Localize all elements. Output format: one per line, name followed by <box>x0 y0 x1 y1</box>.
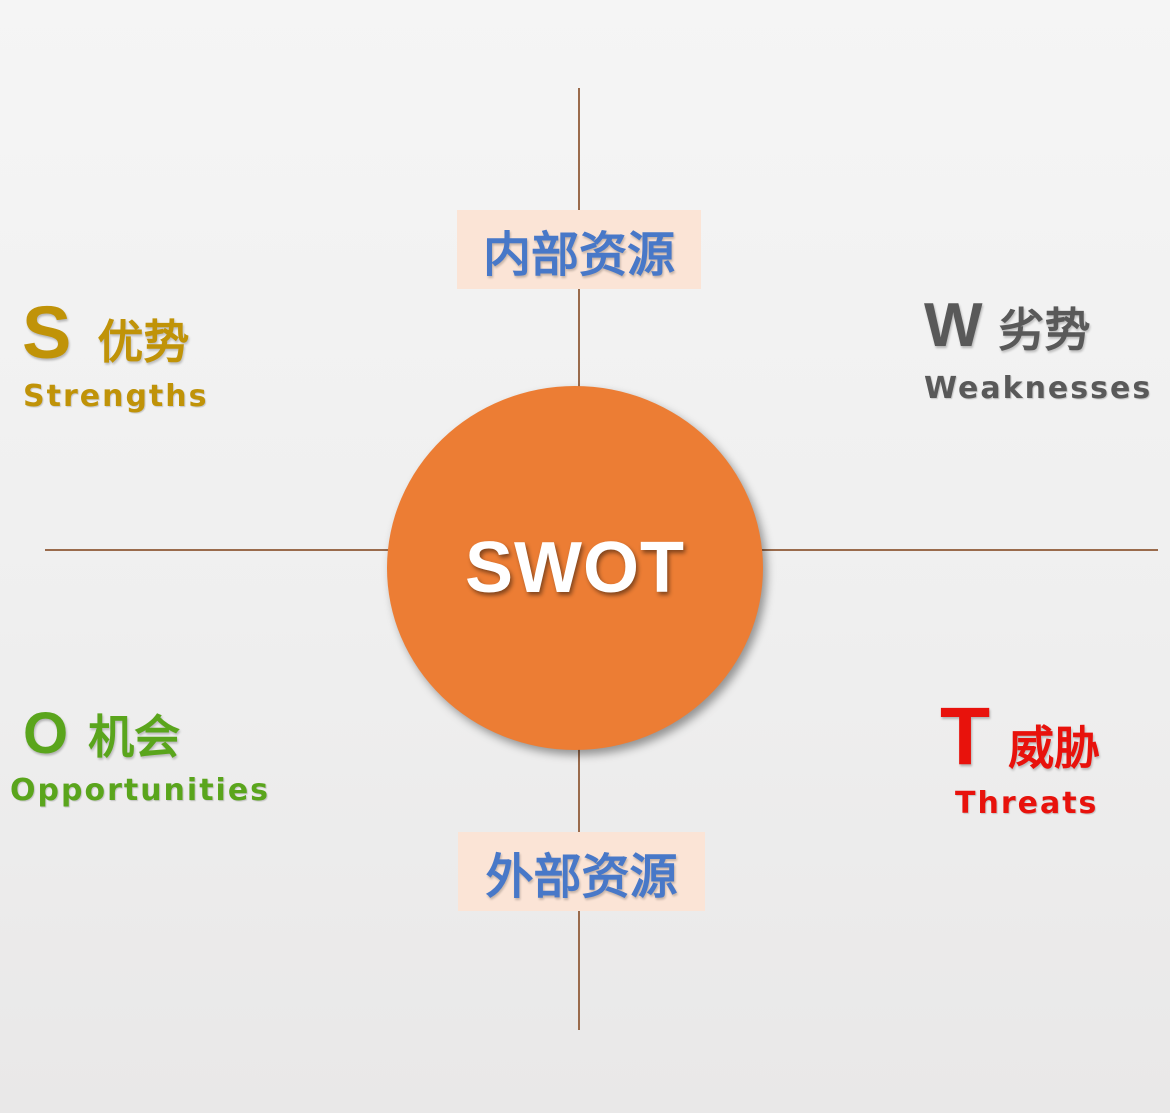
weaknesses-cn-label: 劣势 <box>998 303 1091 357</box>
weaknesses-letter: W <box>924 291 983 360</box>
opportunities-cn-label: 机会 <box>88 710 181 764</box>
threats-quadrant: T 威胁 Threats <box>940 690 1100 821</box>
strengths-quadrant: S 优势 Strengths <box>22 290 208 414</box>
threats-letter: T <box>940 691 991 782</box>
strengths-letter: S <box>22 291 72 374</box>
opportunities-quadrant: O 机会 Opportunities <box>10 700 270 808</box>
threats-en-label: Threats <box>955 786 1099 821</box>
internal-resources-label: 内部资源 <box>482 226 675 283</box>
strengths-cn-label: 优势 <box>97 315 190 369</box>
external-resources-label: 外部资源 <box>485 848 678 905</box>
threats-cn-label: 威胁 <box>1008 721 1101 775</box>
swot-center-circle: SWOT <box>387 386 763 750</box>
strengths-en-label: Strengths <box>23 379 209 414</box>
swot-center-label: SWOT <box>465 528 685 608</box>
weaknesses-en-label: Weaknesses <box>924 371 1153 406</box>
internal-resources-box: 内部资源 <box>457 210 701 289</box>
external-resources-box: 外部资源 <box>458 832 705 911</box>
opportunities-letter: O <box>23 701 69 766</box>
opportunities-en-label: Opportunities <box>10 773 271 808</box>
weaknesses-quadrant: W 劣势 Weaknesses <box>924 290 1152 406</box>
